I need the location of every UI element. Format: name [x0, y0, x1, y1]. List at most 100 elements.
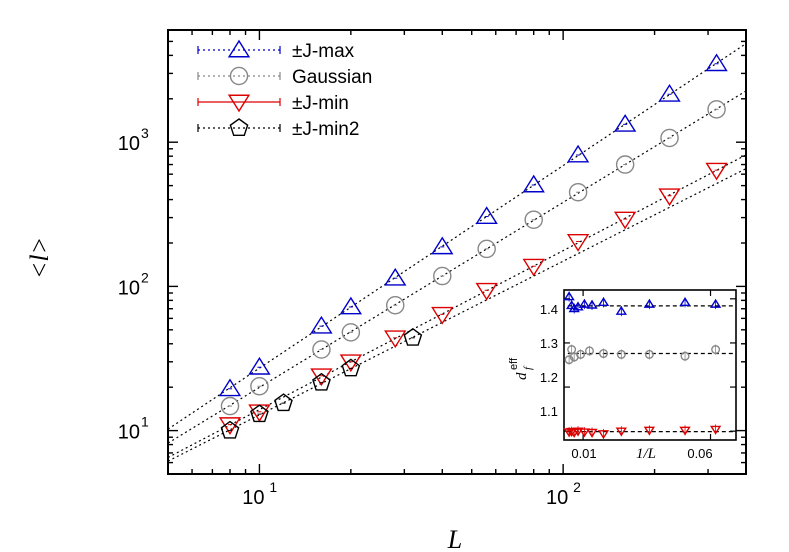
data-point [431, 236, 454, 255]
inset-data-point [709, 298, 722, 308]
data-point [658, 83, 681, 102]
y-tick-label: 10 [118, 422, 140, 444]
inset-data-point [711, 345, 721, 355]
inset-data-point [679, 426, 691, 436]
legend-label: ±J-max [292, 41, 355, 62]
y-tick-label-exponent: 2 [141, 269, 149, 285]
data-point [218, 378, 242, 397]
inset-y-axis-title-sup: eff [508, 357, 520, 370]
inset-data-point [644, 349, 654, 359]
data-point [248, 356, 271, 375]
data-point [312, 340, 331, 359]
inset-data-point [616, 349, 626, 359]
y-tick-label-exponent: 3 [141, 125, 149, 141]
inset-data-point [568, 303, 580, 313]
inset-data-point [709, 425, 722, 435]
data-point [310, 315, 333, 334]
legend-label: ±J-min [292, 93, 349, 114]
inset-data-point [597, 297, 610, 307]
data-point [615, 155, 635, 174]
inset-data-point [586, 299, 598, 309]
data-point [475, 206, 498, 225]
data-point [431, 306, 454, 325]
inset-data-point [643, 426, 656, 436]
data-point [707, 100, 726, 119]
x-tick-label-exponent: 2 [573, 479, 581, 495]
legend-marker [227, 39, 251, 58]
legend-item: ±J-min2 [197, 118, 359, 140]
data-point [524, 210, 543, 229]
y-axis-title: <l> [25, 237, 54, 279]
inset-data-point [615, 427, 628, 437]
plot-frame [167, 29, 747, 475]
inset-y-tick-label: 1.4 [540, 302, 558, 317]
x-tick-label-exponent: 1 [269, 479, 277, 495]
inset-y-tick-label: 1.2 [540, 370, 558, 385]
data-point [613, 211, 637, 230]
data-point [220, 420, 240, 439]
legend-marker [229, 118, 249, 137]
inset-content [563, 290, 736, 440]
y-tick-label: 10 [118, 133, 140, 155]
inset-data-point [598, 349, 608, 359]
data-point [339, 296, 363, 315]
y-tick-label: 10 [118, 277, 140, 299]
data-point [658, 188, 681, 207]
data-point [522, 174, 545, 193]
data-point [384, 330, 407, 349]
inset-data-point [679, 297, 691, 307]
inset-data-point [586, 428, 598, 438]
inset-frame [563, 289, 737, 441]
x-tick-label: 10 [546, 487, 568, 509]
inset-y-axis-title-sub: f [522, 365, 534, 370]
inset-y-axis-title: d f eff [508, 357, 534, 380]
data-point [705, 162, 728, 181]
data-point [250, 404, 269, 423]
x-axis-title: L [447, 525, 462, 552]
inset-chart: 1.4 1.3 1.2 1.1 0.01 0.06 1/L d f eff [508, 289, 737, 462]
data-point [613, 114, 637, 132]
data-point [477, 239, 496, 259]
inset-data-point [680, 351, 690, 361]
inset-data-point [563, 291, 575, 301]
inset-data-point [572, 427, 584, 437]
legend-item: ±J-min [197, 93, 349, 114]
data-point [220, 396, 240, 416]
data-point [250, 377, 269, 396]
inset-data-point [578, 428, 591, 438]
data-point [384, 267, 407, 286]
legend-label: ±J-min2 [292, 119, 359, 140]
inset-data-point [584, 346, 594, 356]
data-point [566, 144, 590, 163]
data-point [522, 258, 545, 277]
data-point [341, 323, 361, 342]
data-point [566, 233, 590, 252]
inset-data-point [578, 298, 591, 308]
inset-data-point [615, 305, 628, 315]
inset-x-tick-label: 0.06 [687, 446, 712, 461]
legend-item: ±J-max [197, 39, 355, 62]
inset-x-tick-label: 0.01 [571, 446, 596, 461]
inset-data-point [564, 355, 574, 365]
inset-data-point [597, 430, 610, 440]
data-point [312, 372, 331, 391]
data-point [568, 182, 588, 202]
inset-y-axis-title-main: d [514, 372, 530, 380]
data-point [274, 393, 293, 412]
fit-line [167, 154, 747, 459]
inset-x-axis-title: 1/L [636, 446, 656, 462]
y-tick-label-exponent: 1 [141, 414, 149, 430]
data-point [341, 358, 361, 377]
data-point [705, 53, 728, 72]
data-point [475, 282, 498, 301]
inset-data-point [576, 349, 586, 359]
inset-data-point [643, 298, 656, 308]
data-point [403, 327, 423, 346]
legend-item: Gaussian [197, 66, 372, 88]
legend-marker [227, 94, 251, 113]
inset-y-tick-label: 1.3 [540, 336, 558, 351]
